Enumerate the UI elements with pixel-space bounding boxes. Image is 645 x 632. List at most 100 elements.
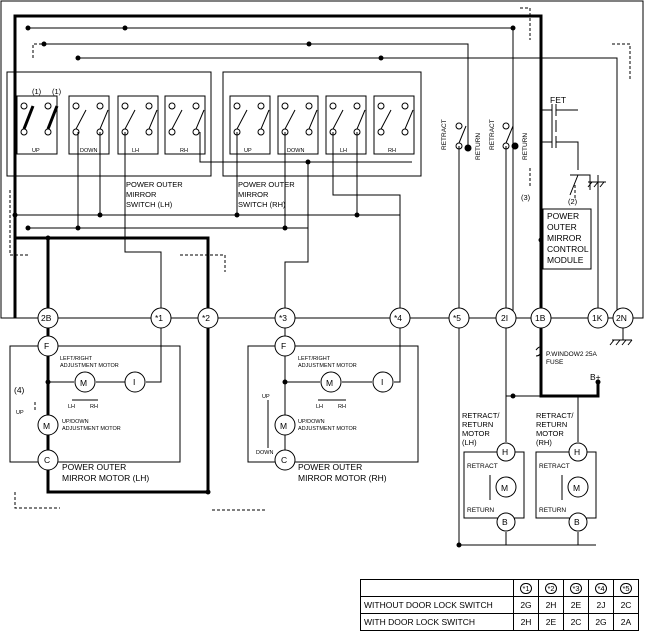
mirror-lh-i-label: I (133, 377, 135, 387)
retract-rh-h (568, 442, 588, 462)
retract-lh-motor (495, 476, 517, 498)
table-cell: 2H (538, 596, 564, 614)
mirror-lh-label-2: MIRROR MOTOR (LH) (62, 473, 149, 483)
module-relays (455, 122, 596, 546)
table-header-s1: *1 (520, 582, 532, 594)
terminal-2i-label: 2I (501, 313, 508, 323)
mark-2: (2) (568, 197, 578, 206)
mirror-lh-terminal-i (124, 371, 146, 393)
table-cell: 2G (513, 596, 539, 614)
switch-rh-box (222, 71, 422, 177)
mirror-lh-c-label: C (44, 455, 50, 465)
terminal-s5-label: *5 (453, 313, 461, 323)
table-header-s4: *4 (595, 582, 607, 594)
mirror-rh-rh: RH (338, 404, 346, 410)
mark-3: (3) (521, 193, 531, 202)
mirror-lh-m2: M (43, 421, 50, 431)
retract-lh-retract: RETRACT (467, 463, 498, 470)
module-label-2: OUTER (547, 222, 577, 232)
drop-6 (332, 132, 401, 318)
switch-lh-down-label: DOWN (80, 148, 97, 154)
vehicle-boundary (0, 0, 644, 319)
mirror-rh-terminal-c (274, 449, 296, 471)
table-cell: 2A (613, 613, 639, 631)
mirror-rh-f-label: F (281, 341, 286, 351)
retract-rh-label-1: RETRACT/ (536, 411, 574, 420)
terminal-s5 (448, 307, 470, 329)
retract-rh-return: RETURN (539, 507, 566, 514)
mirror-rh-ud-2: ADJUSTMENT MOTOR (298, 426, 357, 432)
switch-lh-rh-label: RH (180, 148, 188, 154)
retract-lh-label-4: (LH) (462, 438, 477, 447)
mirror-lh-terminal-f (37, 335, 59, 357)
mirror-rh-lh: LH (316, 404, 323, 410)
switch-lh-label-3: SWITCH (LH) (126, 200, 173, 209)
ground-2n (609, 328, 633, 346)
mirror-rh-m2: M (280, 421, 287, 431)
retract-lh-b (496, 512, 516, 532)
switch-rh-label-2: MIRROR (238, 190, 269, 199)
switch-rh-down-label: DOWN (287, 148, 304, 154)
switch-lh-contacts (16, 95, 206, 155)
retract-label-1: RETRACT (441, 119, 448, 150)
mirror-rh-motor-ud (274, 414, 296, 436)
mirror-lh-rh: RH (90, 404, 98, 410)
mirror-rh-i-label: I (381, 377, 383, 387)
drop-7 (284, 162, 309, 318)
switch-rh-rh-label: RH (388, 148, 396, 154)
retract-rh-b (568, 512, 588, 532)
mirror-lh-motor-ud (37, 414, 59, 436)
retract-lh-m: M (501, 483, 508, 493)
mirror-lh-ud-2: ADJUSTMENT MOTOR (62, 426, 121, 432)
ground-module (587, 181, 606, 188)
retract-label-2: RETRACT (489, 119, 496, 150)
retract-rh-m: M (573, 483, 580, 493)
mark-4: (4) (14, 385, 25, 395)
switch-lh-up-label: UP (32, 148, 40, 154)
retract-lh-h (496, 442, 516, 462)
switch-lh-lh-label: LH (132, 148, 139, 154)
terminal-2b-label: 2B (41, 313, 52, 323)
table-row: WITH DOOR LOCK SWITCH 2H 2E 2C 2G 2A (360, 613, 639, 631)
bplus-label: B+ (590, 372, 601, 382)
table-header-s3: *3 (570, 582, 582, 594)
retract-rh-label-2: RETURN (536, 420, 567, 429)
retract-lh-h-label: H (502, 447, 508, 457)
module-label-5: MODULE (547, 255, 584, 265)
mirror-lh-lr-2: ADJUSTMENT MOTOR (60, 363, 119, 369)
table-cell: 2H (513, 613, 539, 631)
retract-rh-b-label: B (574, 517, 580, 527)
module-label-3: MIRROR (547, 233, 581, 243)
retract-rh-label-3: MOTOR (536, 429, 564, 438)
mirror-rh-lr-2: ADJUSTMENT MOTOR (298, 363, 357, 369)
drop-9 (199, 132, 412, 163)
terminal-s3-label: *3 (279, 313, 287, 323)
mark-1a: (1) (32, 87, 42, 96)
table-corner-cell (360, 579, 514, 597)
switch-lh-label-1: POWER OUTER (126, 180, 183, 189)
switch-lh-label-2: MIRROR (126, 190, 157, 199)
table-cell: 2E (563, 596, 589, 614)
mirror-rh-label-2: MIRROR MOTOR (RH) (298, 473, 387, 483)
switch-rh-contacts (229, 95, 415, 155)
connector-table: *1 *2 *3 *4 *5 WITHOUT DOOR LOCK SWITCH … (360, 579, 639, 631)
terminal-1k-label: 1K (592, 313, 603, 323)
mirror-lh-f-label: F (44, 341, 49, 351)
bus-2 (44, 43, 469, 148)
mirror-rh-up: UP (262, 394, 270, 400)
mirror-rh-label-1: POWER OUTER (298, 462, 362, 472)
terminal-s1-label: *1 (155, 313, 163, 323)
terminal-s2-label: *2 (202, 313, 210, 323)
retract-rh-h-label: H (574, 447, 580, 457)
switch-lh-box (6, 71, 212, 177)
switch-rh-lh-label: LH (340, 148, 347, 154)
mirror-lh-box (9, 345, 181, 463)
fet-label: FET (550, 95, 566, 105)
table-cell: 2E (538, 613, 564, 631)
current-flow-arrows (9, 7, 631, 511)
fet-symbol (541, 104, 591, 196)
mirror-lh-m1: M (80, 378, 87, 388)
terminal-row (37, 307, 634, 329)
